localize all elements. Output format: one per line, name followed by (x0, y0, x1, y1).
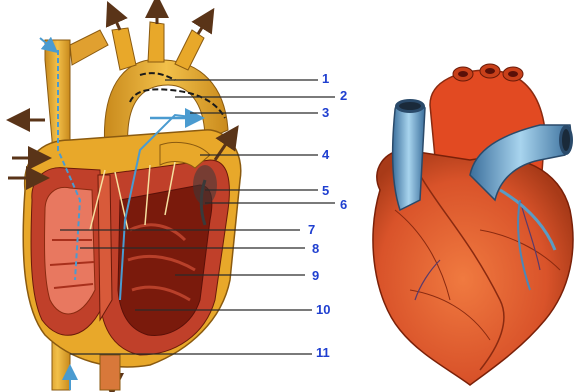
label-5: 5 (322, 184, 329, 198)
label-4: 4 (322, 148, 329, 162)
label-3: 3 (322, 106, 329, 120)
label-2: 2 (340, 89, 347, 103)
superior-vena-cava (393, 101, 425, 210)
label-7: 7 (308, 223, 315, 237)
label-10: 10 (316, 303, 330, 317)
label-8: 8 (312, 242, 319, 256)
label-6: 6 (340, 198, 347, 212)
heart-section-illustration (8, 6, 241, 390)
label-1: 1 (322, 72, 329, 86)
heart-exterior-illustration (373, 64, 573, 385)
label-9: 9 (312, 269, 319, 283)
label-11: 11 (316, 346, 330, 360)
